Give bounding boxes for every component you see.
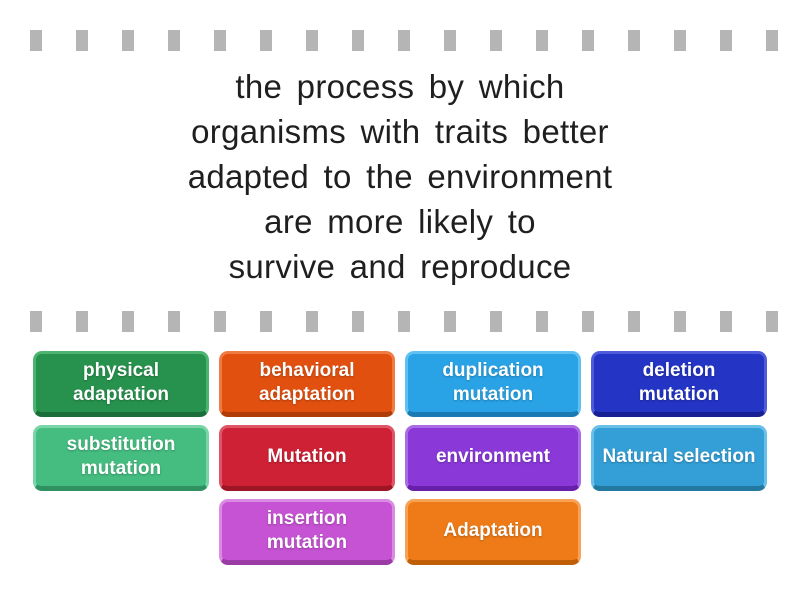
answer-label: deletion mutation [638, 360, 720, 405]
decor-strip-bottom [30, 311, 800, 332]
answer-button[interactable]: behavioral adaptation [219, 351, 395, 417]
answer-button[interactable]: Natural selection [591, 425, 767, 491]
answer-label: Adaptation [443, 520, 543, 541]
answer-label: insertion mutation [266, 508, 348, 553]
answer-button[interactable]: substitution mutation [33, 425, 209, 491]
answer-button[interactable]: duplication mutation [405, 351, 581, 417]
answer-label: duplication mutation [442, 360, 544, 405]
answer-button[interactable]: Mutation [219, 425, 395, 491]
answer-button[interactable]: insertion mutation [219, 499, 395, 565]
decor-strip-top [30, 30, 800, 51]
answers-grid: physical adaptation behavioral adaptatio… [33, 351, 767, 565]
answer-button[interactable]: physical adaptation [33, 351, 209, 417]
answer-label: Natural selection [602, 446, 756, 467]
answer-button[interactable]: environment [405, 425, 581, 491]
answer-button[interactable]: Adaptation [405, 499, 581, 565]
answer-label: substitution mutation [66, 434, 176, 479]
answer-label: Mutation [267, 446, 347, 467]
answer-button[interactable]: deletion mutation [591, 351, 767, 417]
answer-label: physical adaptation [72, 360, 170, 405]
question-text: the process by which organisms with trai… [187, 68, 613, 285]
answer-label: behavioral adaptation [258, 360, 356, 405]
answer-label: environment [435, 446, 551, 467]
